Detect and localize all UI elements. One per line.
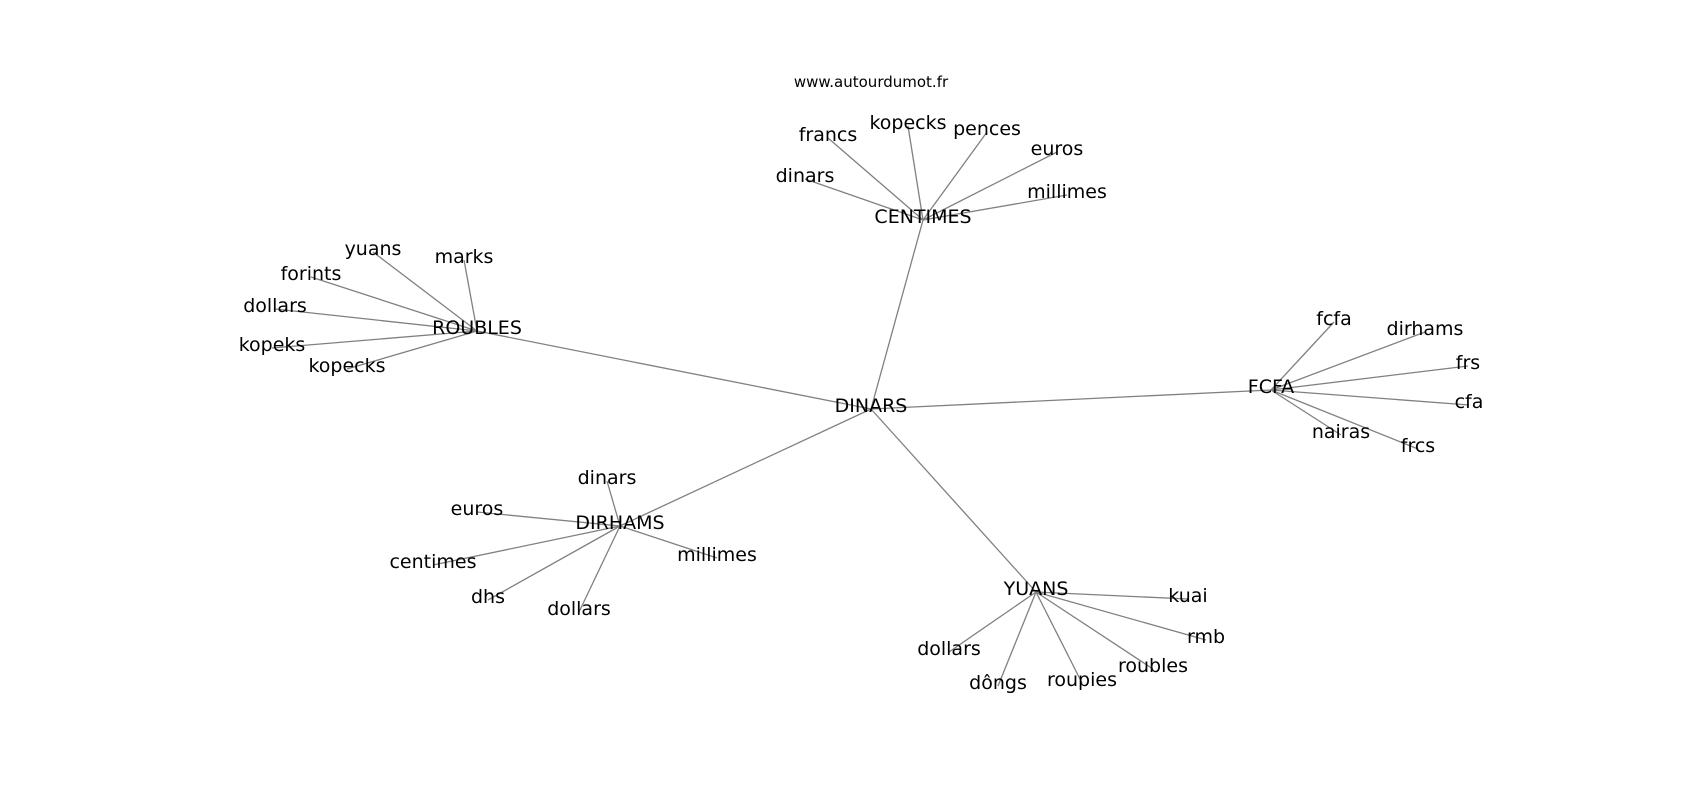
edge-roubles-dollars	[274, 308, 478, 332]
node-leaf-yuans-dongs: dôngs	[969, 672, 1027, 694]
node-hub-yuans: YUANS	[1003, 578, 1069, 600]
edge-centimes-millimes	[922, 194, 1068, 221]
edge-roubles-kopecks	[346, 330, 478, 370]
node-leaf-fcfa-frs: frs	[1456, 352, 1480, 374]
edge-yuans-dollars	[948, 591, 1037, 653]
node-hub-dirhams: DIRHAMS	[575, 512, 664, 534]
node-leaf-centimes-francs: francs	[799, 124, 858, 146]
node-leaf-fcfa-nairas: nairas	[1312, 421, 1370, 443]
node-leaf-fcfa-fcfa: fcfa	[1316, 308, 1351, 330]
edge-roubles-kopeks	[271, 330, 478, 349]
source-url: www.autourdumot.fr	[794, 73, 949, 91]
node-leaf-dirhams-euros: euros	[451, 498, 504, 520]
edge-center-dirhams	[619, 408, 872, 527]
edge-yuans-roubles	[1035, 591, 1154, 670]
edges-layer	[271, 125, 1470, 687]
node-leaf-roubles-dollars: dollars	[243, 295, 307, 317]
edge-roubles-forints	[310, 276, 478, 332]
edge-centimes-euros	[922, 151, 1058, 221]
edge-centimes-francs	[827, 137, 924, 221]
edge-centimes-dinars	[804, 178, 924, 221]
node-leaf-centimes-kopecks: kopecks	[869, 112, 946, 134]
edge-fcfa-cfa	[1270, 389, 1470, 406]
edge-fcfa-fcfa	[1270, 321, 1335, 391]
node-leaf-roubles-kopecks: kopecks	[308, 355, 385, 377]
node-leaf-centimes-pences: pences	[953, 118, 1021, 140]
node-leaf-roubles-kopeks: kopeks	[239, 334, 306, 356]
node-leaf-centimes-millimes: millimes	[1027, 181, 1107, 203]
edge-yuans-rmb	[1035, 591, 1207, 641]
node-leaf-fcfa-frcs: frcs	[1401, 435, 1435, 457]
node-leaf-dirhams-dhs: dhs	[471, 586, 505, 608]
edge-yuans-kuai	[1035, 591, 1189, 600]
edge-roubles-yuans	[372, 251, 478, 332]
edge-fcfa-frcs	[1270, 389, 1419, 450]
edge-fcfa-frs	[1270, 365, 1469, 391]
edge-center-roubles	[476, 330, 872, 410]
node-leaf-yuans-roupies: roupies	[1047, 669, 1117, 691]
node-leaf-roubles-forints: forints	[281, 263, 342, 285]
edge-dirhams-centimes	[432, 525, 621, 566]
edge-roubles-marks	[463, 259, 478, 332]
edge-fcfa-nairas	[1270, 389, 1342, 436]
edge-centimes-kopecks	[907, 125, 924, 221]
edge-dirhams-millimes	[619, 525, 718, 559]
node-leaf-yuans-rmb: rmb	[1187, 626, 1225, 648]
node-leaf-centimes-dinars: dinars	[776, 165, 835, 187]
node-leaf-fcfa-cfa: cfa	[1455, 391, 1484, 413]
edge-dirhams-euros	[476, 511, 621, 527]
edge-center-fcfa	[870, 389, 1272, 410]
node-leaf-roubles-yuans: yuans	[345, 238, 402, 260]
edge-fcfa-dirhams	[1270, 331, 1426, 391]
node-hub-roubles: ROUBLES	[432, 317, 522, 339]
edge-yuans-roupies	[1035, 591, 1083, 684]
node-leaf-yuans-kuai: kuai	[1168, 585, 1207, 607]
node-leaf-centimes-euros: euros	[1031, 138, 1084, 160]
node-leaf-dirhams-centimes: centimes	[389, 551, 476, 573]
node-hub-centimes: CENTIMES	[874, 206, 971, 228]
edge-dirhams-dinars	[606, 480, 621, 527]
node-leaf-yuans-roubles: roubles	[1118, 655, 1188, 677]
labels-layer: www.autourdumot.fr DINARS CENTIMES dinars f…	[239, 73, 1484, 694]
node-center: DINARS	[835, 395, 908, 417]
edge-dirhams-dhs	[487, 525, 621, 601]
node-hub-fcfa: FCFA	[1248, 376, 1294, 398]
edge-yuans-dongs	[997, 591, 1037, 687]
node-leaf-dirhams-dinars: dinars	[578, 467, 637, 489]
edge-center-centimes	[870, 219, 924, 410]
node-leaf-dirhams-millimes: millimes	[677, 544, 757, 566]
node-leaf-dirhams-dollars: dollars	[547, 598, 611, 620]
node-leaf-yuans-dollars: dollars	[917, 638, 981, 660]
edge-centimes-pences	[922, 131, 988, 221]
node-leaf-roubles-marks: marks	[435, 246, 494, 268]
node-leaf-fcfa-dirhams: dirhams	[1387, 318, 1464, 340]
edge-center-yuans	[870, 408, 1037, 593]
edge-dirhams-dollars	[578, 525, 621, 613]
